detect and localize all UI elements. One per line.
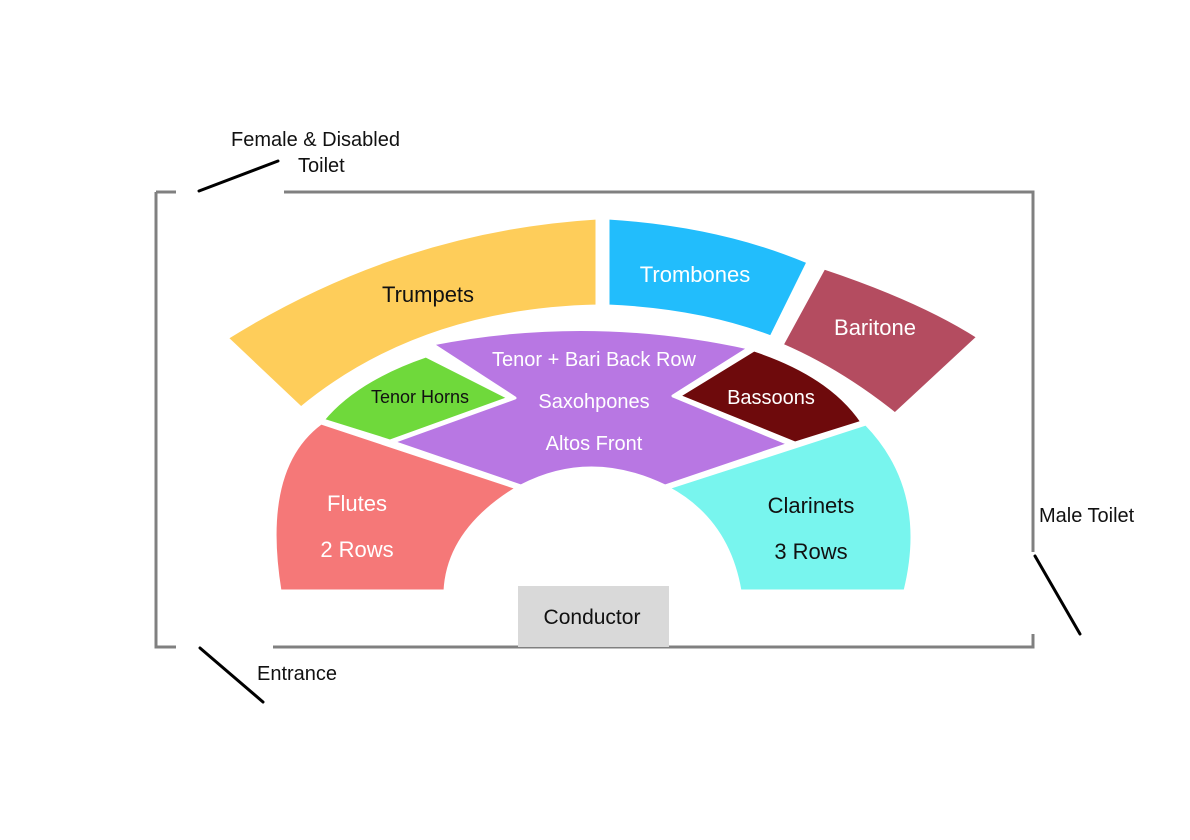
- section-clarinets: [666, 422, 914, 593]
- flutes-rows-label: 2 Rows: [320, 537, 393, 562]
- section-trumpets: [225, 216, 599, 410]
- room-wall-left: [154, 192, 176, 649]
- saxophones-label-front: Altos Front: [546, 433, 643, 455]
- room-wall-top-right: [284, 190, 1035, 552]
- clarinets-label: Clarinets: [768, 493, 855, 518]
- trumpets-label: Trumpets: [382, 282, 474, 307]
- female-toilet-door-line: [197, 159, 280, 193]
- section-bassoons: [677, 348, 864, 445]
- baritone-label: Baritone: [834, 315, 916, 340]
- conductor-box: [518, 586, 669, 647]
- conductor-label: Conductor: [544, 606, 641, 629]
- saxophones-label-name: Saxohpones: [538, 391, 649, 413]
- section-flutes: [273, 421, 519, 593]
- entrance-door-line: [198, 646, 265, 704]
- male-toilet-door-line: [1033, 554, 1082, 636]
- entrance-label: Entrance: [257, 663, 337, 685]
- female-toilet-label-line1: Female & Disabled: [231, 129, 400, 151]
- section-tenor-horns: [321, 354, 511, 443]
- section-baritone: [780, 266, 980, 416]
- female-toilet-label-line2: Toilet: [298, 155, 345, 177]
- bassoons-label: Bassoons: [727, 387, 815, 409]
- male-toilet-label: Male Toilet: [1039, 505, 1135, 527]
- clarinets-rows-label: 3 Rows: [774, 539, 847, 564]
- flutes-label: Flutes: [327, 491, 387, 516]
- trombones-label: Trombones: [640, 262, 750, 287]
- section-trombones: [606, 216, 810, 339]
- section-saxophones: [391, 327, 791, 488]
- saxophones-label-back: Tenor + Bari Back Row: [492, 349, 697, 371]
- tenor-horns-label: Tenor Horns: [371, 387, 469, 407]
